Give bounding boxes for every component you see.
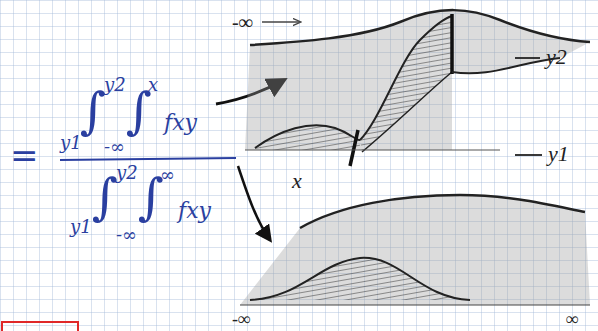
hatched-region: [255, 125, 360, 150]
surface-top-curve: [300, 195, 585, 228]
axis-line: [240, 304, 590, 305]
slice-curve: [362, 72, 452, 152]
axis-label: x: [292, 170, 302, 192]
surface-front-curve: [452, 58, 560, 73]
density-curve: [250, 258, 470, 300]
equals-sign: =: [10, 138, 39, 172]
lower-limit: y1: [60, 134, 82, 152]
slice-curve: [360, 16, 452, 140]
upper-limit: y2: [116, 164, 138, 182]
axis-line: [245, 150, 500, 151]
upper-limit: x: [148, 76, 158, 94]
integral-sign: ∫: [80, 86, 106, 136]
hatched-slice: [360, 16, 452, 152]
axis-label: ∞: [566, 310, 579, 328]
pointer-arrow: [238, 166, 270, 240]
axis-label: -∞: [232, 310, 251, 328]
axis-label: y2: [546, 46, 567, 68]
lower-limit: y1: [70, 218, 92, 236]
axis-label: -∞: [232, 12, 253, 32]
lower-limit: -∞: [104, 138, 125, 156]
cut-line: [450, 14, 454, 74]
axis-label: y1: [548, 143, 569, 165]
fraction-bar: [60, 158, 236, 160]
upper-limit: y2: [104, 76, 126, 94]
density-term: fxy: [164, 112, 197, 134]
integral-sign: ∫: [92, 172, 118, 222]
tick-mark: [515, 154, 542, 156]
surface-shading: [240, 195, 590, 305]
density-term: fxy: [178, 200, 211, 222]
hatched-region: [250, 258, 470, 300]
tick-mark: [515, 57, 540, 59]
x-cut-line: [350, 130, 358, 166]
density-curve: [255, 125, 360, 148]
lower-limit: -∞: [116, 226, 137, 244]
upper-limit: ∞: [160, 166, 175, 184]
red-box: [2, 322, 78, 331]
direction-arrow: [262, 21, 300, 23]
